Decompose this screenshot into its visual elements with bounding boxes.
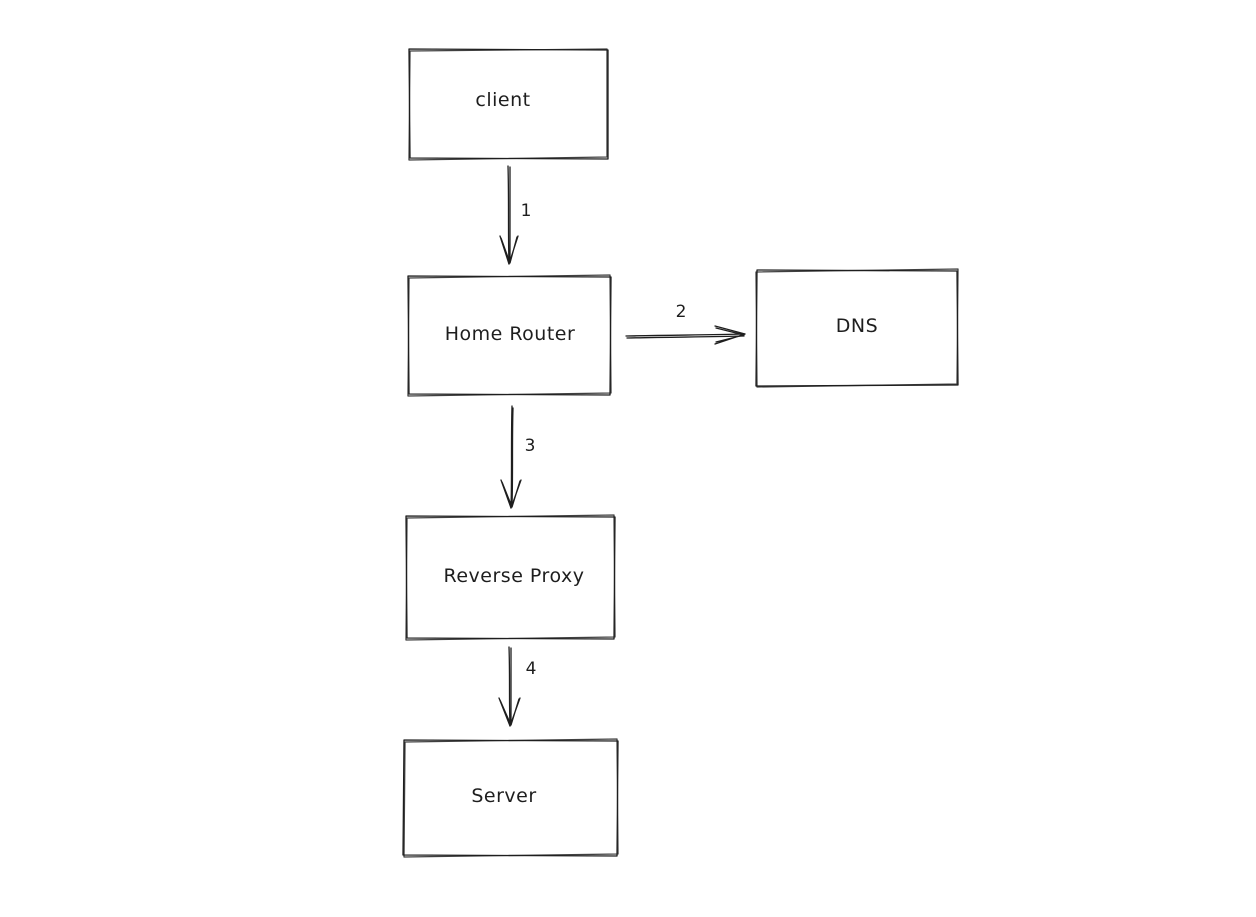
edge-client-to-home-router: 1	[499, 165, 532, 265]
node-server-label: Server	[471, 785, 536, 807]
edge-3-line	[510, 405, 514, 509]
edge-4-arrowhead	[498, 697, 521, 727]
edge-2-line	[625, 333, 746, 339]
node-server[interactable]: Server	[402, 738, 619, 858]
edge-2-label: 2	[676, 302, 687, 322]
node-dns-label: DNS	[836, 315, 878, 337]
edge-reverse-proxy-to-server: 4	[498, 646, 537, 727]
edge-4-label: 4	[526, 659, 537, 679]
edge-1-arrowhead	[499, 235, 519, 265]
node-client-label: client	[475, 89, 530, 111]
edge-home-router-to-reverse-proxy: 3	[500, 405, 536, 509]
edge-1-line	[507, 165, 511, 265]
edge-2-arrowhead	[714, 325, 746, 345]
edge-4-line	[508, 646, 512, 727]
node-home-router-label: Home Router	[445, 323, 576, 345]
edge-3-arrowhead	[500, 479, 522, 509]
node-home-router[interactable]: Home Router	[407, 274, 612, 397]
node-reverse-proxy[interactable]: Reverse Proxy	[405, 514, 616, 641]
edge-1-label: 1	[521, 201, 532, 221]
node-client[interactable]: client	[408, 48, 609, 161]
node-dns[interactable]: DNS	[755, 268, 959, 388]
edge-3-label: 3	[525, 436, 536, 456]
node-reverse-proxy-label: Reverse Proxy	[444, 565, 585, 587]
edge-home-router-to-dns: 2	[625, 302, 746, 345]
